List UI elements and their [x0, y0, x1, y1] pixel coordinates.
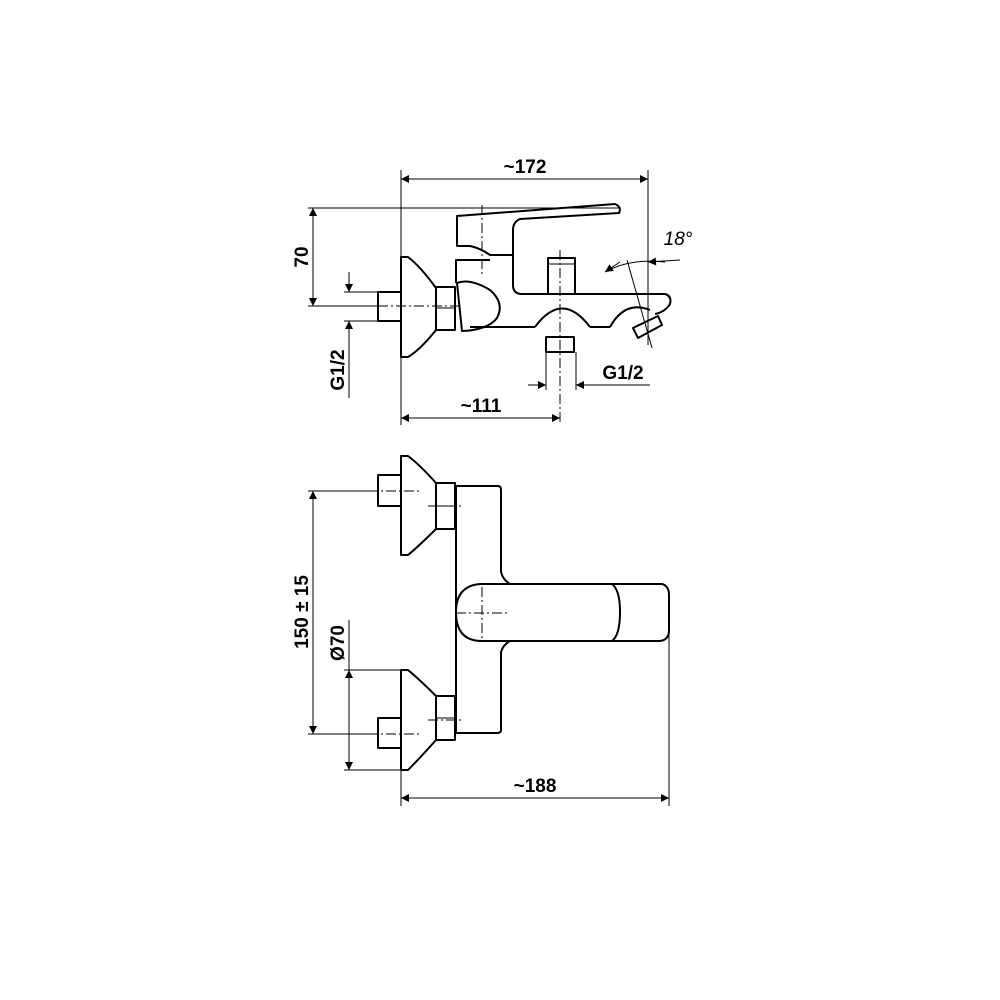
dimension-inlet-spacing: 150 ± 15 — [292, 490, 370, 735]
dimension-escutcheon-diameter: Ø70 — [328, 620, 401, 771]
outlet-distance-label: ~111 — [461, 396, 502, 417]
side-view: ~172 70 G1/2 — [292, 157, 693, 425]
depth-188-label: ~188 — [514, 776, 557, 797]
dimension-outlet-distance-111: ~111 — [401, 396, 560, 422]
outlet-thread-label: G1/2 — [602, 363, 643, 384]
inlet-spacing-label: 150 ± 15 — [292, 575, 313, 649]
lever-handle — [456, 203, 621, 256]
angle-label: 18° — [664, 229, 693, 250]
dimension-angle-18: 18° — [604, 229, 693, 349]
top-view: 150 ± 15 Ø70 ~188 — [292, 455, 670, 806]
height-70-label: 70 — [292, 246, 313, 267]
escutcheon-diameter-label: Ø70 — [328, 625, 349, 661]
spout-aerator — [632, 315, 663, 339]
width-172-label: ~172 — [504, 157, 547, 178]
dimension-inlet-thread: G1/2 — [328, 272, 378, 398]
escutcheon — [400, 256, 437, 358]
cam-cover — [456, 280, 501, 332]
lower-inlet-stub — [377, 717, 402, 749]
outlet-connector — [545, 336, 575, 353]
inlet-thread-label: G1/2 — [328, 349, 349, 390]
mixer-body — [455, 255, 672, 328]
spout-curve — [609, 306, 651, 328]
diverter-knob — [547, 257, 576, 295]
dimension-depth-188: ~188 — [400, 595, 670, 806]
outlet-dome — [534, 307, 591, 328]
dimension-width-172: ~172 — [400, 157, 649, 425]
dimension-outlet-thread: G1/2 — [528, 363, 650, 389]
